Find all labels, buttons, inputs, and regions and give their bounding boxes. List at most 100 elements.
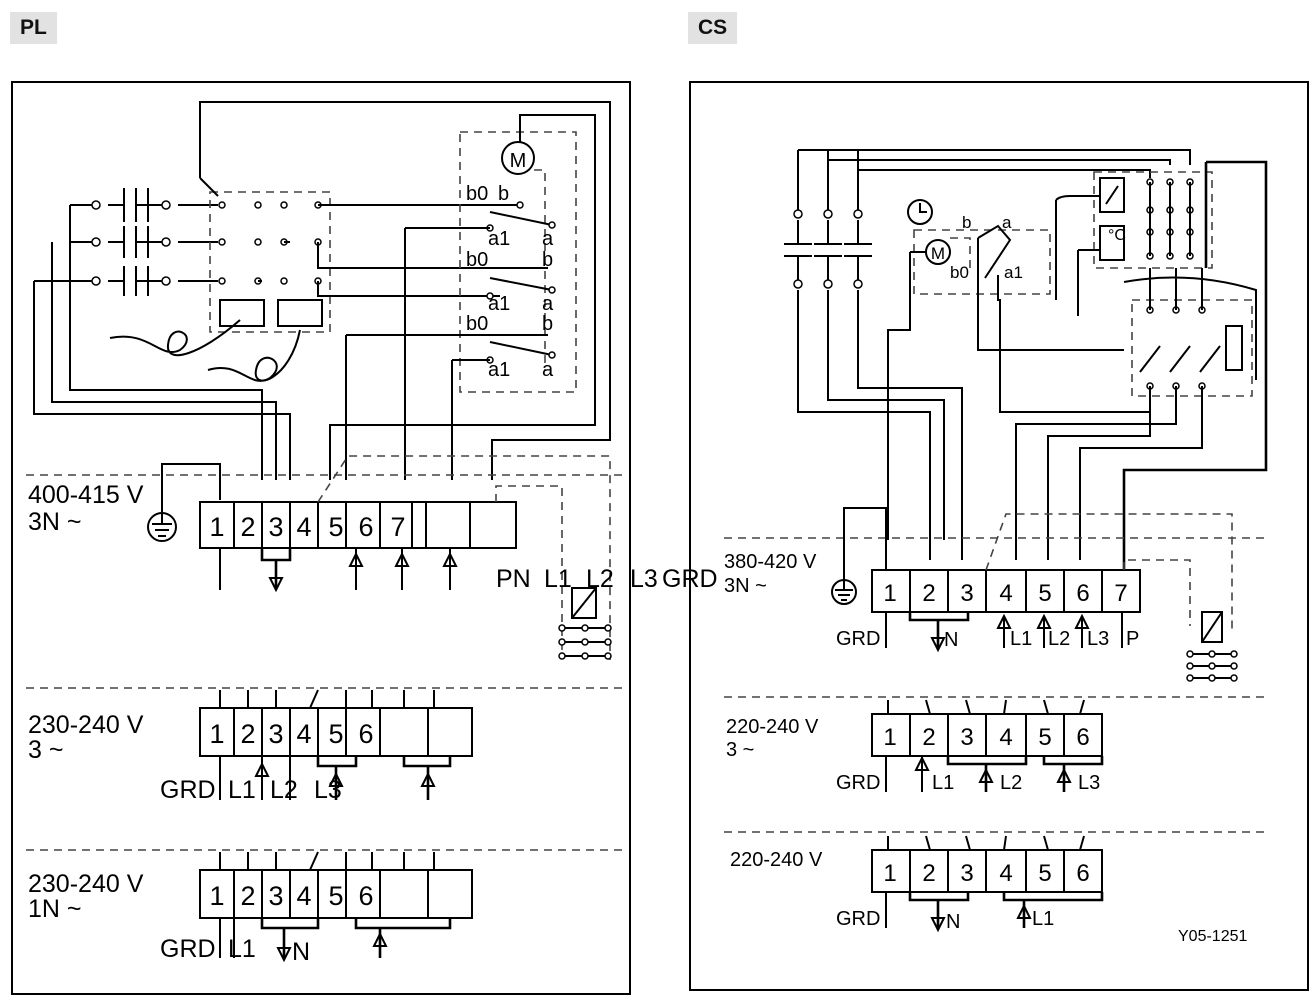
pl-voltage-2: 230-240 V [28, 711, 144, 739]
pl-label2-l1: L1 [228, 776, 256, 804]
pl-t3-6: 6 [358, 881, 373, 911]
pl-label2-l2: L2 [270, 776, 298, 804]
panel-tag-cs: CS [688, 12, 738, 44]
pl-t1-4: 4 [296, 512, 311, 542]
pl-label2-l3: L3 [314, 776, 342, 804]
cs-t1-1: 1 [883, 580, 896, 607]
cs-motor-label: M [931, 244, 945, 263]
cs-t3-3: 3 [960, 860, 973, 887]
pl-panel: M b0 b a1 a b0 b a1 a b0 b a1 a [11, 81, 718, 995]
cs-section-220v-1: 220-240 V 1 2 3 4 5 6 GRD N L1 Y05-1251 [730, 835, 1247, 945]
cs-voltage-2: 220-240 V [726, 716, 819, 738]
cs-switch-a1: a1 [1004, 263, 1023, 282]
cs-relay-coil [1186, 611, 1238, 682]
pl-t2-3: 3 [268, 719, 283, 749]
cs-section-220v-3: 220-240 V 3 ~ 1 2 3 4 5 6 GRD L1 L2 L3 [726, 699, 1104, 794]
cs-t3-5: 5 [1038, 860, 1051, 887]
pl-t1-5: 5 [328, 512, 343, 542]
pl-switch-b0-3: b0 [466, 313, 488, 335]
cs-panel: M b a b0 a1 °C [689, 81, 1309, 991]
cs-timer-motor: M b a b0 a1 [887, 199, 1150, 540]
pl-t3-5: 5 [328, 881, 343, 911]
pl-label-l3: L3 [630, 565, 658, 593]
pl-t1-3: 3 [268, 512, 283, 542]
cs-label-grd: GRD [836, 628, 880, 650]
cs-label2-l1: L1 [932, 772, 954, 794]
pl-t1-2: 2 [240, 512, 255, 542]
cs-thermostat-icon [1099, 225, 1125, 261]
pl-section-230v-1: 230-240 V 1N ~ 1 2 3 4 5 6 GRD L1 N [28, 851, 473, 966]
pl-voltage-1: 400-415 V [28, 481, 144, 509]
pl-motor-switch: M b0 b a1 a b0 b a1 a b0 b a1 a [199, 101, 611, 480]
pl-label3-n: N [292, 938, 310, 966]
cs-panel-frame [689, 81, 1309, 991]
cs-ground-icon-1 [831, 507, 887, 605]
cs-t2-5: 5 [1038, 724, 1051, 751]
cs-voltage-3: 220-240 V [730, 849, 823, 871]
pl-switch-a1-3: a1 [488, 359, 510, 381]
pl-t2-4: 4 [296, 719, 311, 749]
pl-label3-grd: GRD [160, 935, 216, 963]
pl-motor-icon [501, 141, 535, 175]
pl-switch-b-3: b [542, 313, 553, 335]
cs-t3-6: 6 [1076, 860, 1089, 887]
pl-panel-frame [11, 81, 631, 995]
cs-t2-2: 2 [922, 724, 935, 751]
cs-t1-2: 2 [922, 580, 935, 607]
pl-phase-1: 3N ~ [28, 508, 82, 536]
cs-phase-1: 3N ~ [724, 575, 767, 597]
cs-label2-l2: L2 [1000, 772, 1022, 794]
cs-label2-l3: L3 [1078, 772, 1100, 794]
pl-switch-b-1: b [498, 183, 509, 205]
pl-t2-2: 2 [240, 719, 255, 749]
cs-switch-a: a [1002, 213, 1012, 232]
pl-voltage-3: 230-240 V [28, 870, 144, 898]
pl-t3-4: 4 [296, 881, 311, 911]
cs-heating-elements [784, 149, 1191, 560]
pl-relay-block [109, 191, 480, 382]
pl-phase-2: 3 ~ [28, 736, 63, 764]
pl-label2-grd: GRD [160, 776, 216, 804]
pl-section-230v-3: 230-240 V 3 ~ 1 2 3 4 5 6 GRD L1 L2 L3 [28, 689, 473, 804]
pl-motor-label: M [510, 150, 527, 172]
pl-t1-1: 1 [209, 512, 224, 542]
pl-label-pn: PN [496, 565, 531, 593]
cs-phase-2: 3 ~ [726, 739, 754, 761]
cs-voltage-1: 380-420 V [724, 551, 817, 573]
cs-label3-l1: L1 [1032, 908, 1054, 930]
pl-phase-3: 1N ~ [28, 895, 82, 923]
cs-t1-6: 6 [1076, 580, 1089, 607]
cs-label3-n: N [946, 911, 960, 933]
cs-label-n: N [944, 629, 958, 651]
cs-switch-b: b [962, 213, 971, 232]
cs-label-l1: L1 [1010, 628, 1032, 650]
pl-t2-5: 5 [328, 719, 343, 749]
cs-t3-1: 1 [883, 860, 896, 887]
pl-switch-b-2: b [542, 249, 553, 271]
cs-t2-4: 4 [999, 724, 1012, 751]
pl-t3-2: 2 [240, 881, 255, 911]
cs-label-p: P [1126, 628, 1139, 650]
cs-t2-6: 6 [1076, 724, 1089, 751]
cs-clock-icon [907, 199, 933, 225]
pl-t1-7: 7 [390, 512, 405, 542]
pl-switch-b0-2: b0 [466, 249, 488, 271]
cs-section-380v: 380-420 V 3N ~ 1 2 3 4 5 6 7 GRD N L1 L2… [724, 507, 1238, 682]
cs-thermostat-block: °C [1015, 160, 1268, 580]
pl-t2-1: 1 [209, 719, 224, 749]
pl-t3-3: 3 [268, 881, 283, 911]
pl-switch-a-1: a [542, 228, 554, 250]
cs-t1-4: 4 [999, 580, 1012, 607]
pl-switch-a-2: a [542, 293, 554, 315]
cs-t2-3: 3 [960, 724, 973, 751]
cs-label2-grd: GRD [836, 772, 880, 794]
pl-switch-a1-1: a1 [488, 228, 510, 250]
pl-label3-l1: L1 [228, 935, 256, 963]
pl-t1-6: 6 [358, 512, 373, 542]
cs-thermostat-label: °C [1108, 227, 1126, 244]
cs-t1-5: 5 [1038, 580, 1051, 607]
pl-section-400v: 400-415 V 3N ~ 1 2 3 4 5 6 7 PN L1 L2 L3 [28, 455, 718, 660]
pl-switch-a-3: a [542, 359, 554, 381]
pl-heating-elements [33, 188, 291, 480]
